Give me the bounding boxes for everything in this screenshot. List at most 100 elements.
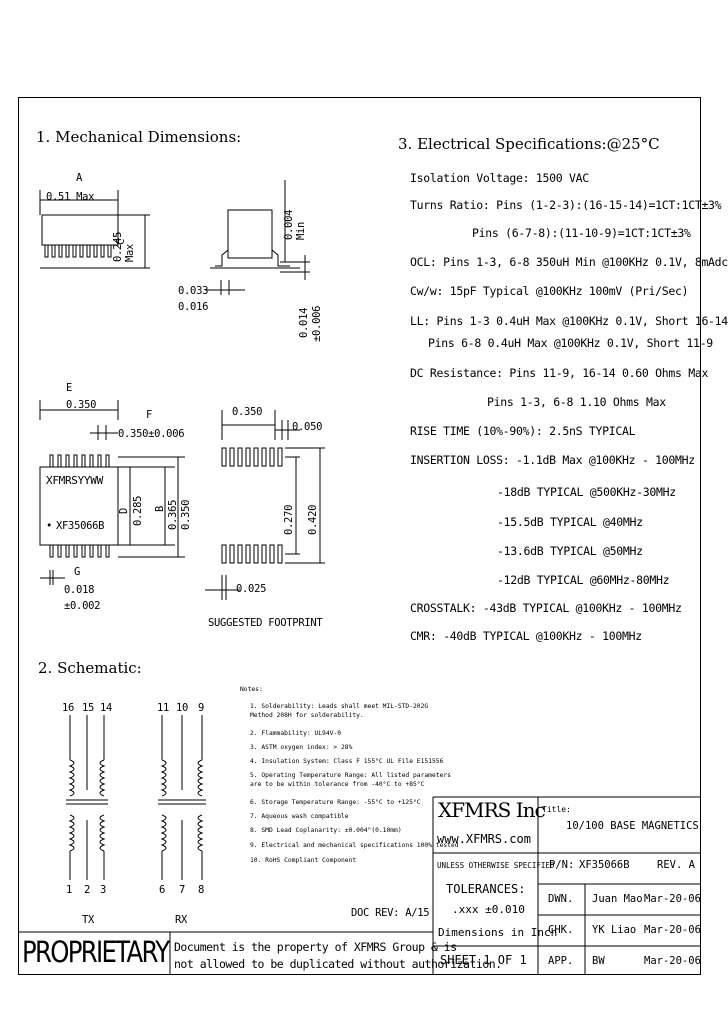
dwn-name: Juan Mao bbox=[592, 893, 643, 905]
spec-il-1: INSERTION LOSS: -1.1dB Max @100KHz - 100… bbox=[410, 453, 695, 467]
dim-d-value: 0.285 bbox=[132, 495, 144, 526]
rx-pin-9: 9 bbox=[198, 702, 205, 714]
dwn-label: DWN. bbox=[548, 893, 574, 905]
notes-title: Notes: bbox=[240, 686, 263, 693]
rx-label: RX bbox=[175, 914, 188, 926]
dim-g-tol: ±0.002 bbox=[64, 600, 101, 612]
company-website: www.XFMRS.com bbox=[437, 832, 531, 846]
marking-part: XF35066B bbox=[56, 520, 105, 532]
note-1b: Method 208H for solderability. bbox=[250, 712, 364, 719]
tx-pin-14: 14 bbox=[100, 702, 113, 714]
tx-pin-3: 3 bbox=[100, 884, 107, 896]
proprietary-label: PROPRIETARY bbox=[22, 935, 170, 969]
note-5b: are to be within tolerance from -40°C to… bbox=[250, 781, 425, 788]
spec-ocl: OCL: Pins 1-3, 6-8 350uH Min @100KHz 0.1… bbox=[410, 255, 728, 269]
app-label: APP. bbox=[548, 955, 574, 967]
rx-pin-7: 7 bbox=[179, 884, 186, 896]
tx-label: TX bbox=[82, 914, 95, 926]
dim-0033: 0.033 bbox=[178, 285, 209, 297]
spec-il-5: -12dB TYPICAL @60MHz-80MHz bbox=[497, 573, 670, 587]
spec-il-4: -13.6dB TYPICAL @50MHz bbox=[497, 544, 643, 558]
dim-b-letter: B bbox=[154, 505, 166, 512]
chk-date: Mar-20-06 bbox=[644, 924, 701, 936]
dim-c-max: Max bbox=[124, 243, 136, 262]
chk-label: CHK. bbox=[548, 924, 574, 936]
note-1a: 1. Solderability: Leads shall meet MIL-S… bbox=[250, 703, 429, 710]
top-view bbox=[39, 400, 185, 585]
fp-0350: 0.350 bbox=[232, 406, 263, 418]
tx-pin-16: 16 bbox=[62, 702, 75, 714]
dim-e-letter: E bbox=[66, 382, 73, 394]
doc-rev: DOC REV: A/15 bbox=[351, 907, 430, 919]
fp-0025: 0.025 bbox=[236, 583, 267, 595]
spec-cmr: CMR: -40dB TYPICAL @100KHz - 100MHz bbox=[410, 629, 642, 643]
schematic-title: 2. Schematic: bbox=[38, 659, 142, 677]
dim-0004: 0.004 bbox=[283, 209, 295, 240]
tx-pin-1: 1 bbox=[66, 884, 73, 896]
note-2: 2. Flammability: UL94V-0 bbox=[250, 730, 341, 737]
spec-cww: Cw/w: 15pF Typical @100KHz 100mV (Pri/Se… bbox=[410, 284, 689, 298]
spec-rise: RISE TIME (10%-90%): 2.5nS TYPICAL bbox=[410, 424, 636, 438]
fp-0420: 0.420 bbox=[307, 504, 319, 535]
dim-c-value: 0.245 bbox=[112, 231, 124, 262]
side-view-a bbox=[39, 190, 150, 269]
spec-il-2: -18dB TYPICAL @500KHz-30MHz bbox=[497, 485, 676, 499]
note-7: 7. Aqueous wash compatible bbox=[250, 813, 349, 820]
note-5a: 5. Operating Temperature Range: All list… bbox=[250, 772, 451, 779]
dim-d-letter: D bbox=[118, 507, 130, 514]
tx-pin-15: 15 bbox=[82, 702, 95, 714]
title-block-grid bbox=[18, 796, 701, 975]
rx-pin-8: 8 bbox=[198, 884, 205, 896]
footprint-view bbox=[205, 410, 325, 600]
electrical-title: 3. Electrical Specifications:@25°C bbox=[398, 135, 660, 153]
dim-0014: 0.014 bbox=[298, 307, 310, 338]
title-value: 10/100 BASE MAGNETICS bbox=[566, 820, 699, 832]
dim-a-value: 0.51 Max bbox=[46, 191, 95, 203]
dim-a-letter: A bbox=[76, 172, 83, 184]
dim-f-letter: F bbox=[146, 409, 153, 421]
tolerances-label: TOLERANCES: bbox=[446, 882, 526, 896]
dim-g-letter: G bbox=[74, 566, 81, 578]
spec-crosstalk: CROSSTALK: -43dB TYPICAL @100KHz - 100MH… bbox=[410, 601, 682, 615]
spec-turns-1: Turns Ratio: Pins (1-2-3):(16-15-14)=1CT… bbox=[410, 198, 722, 212]
rx-pin-11: 11 bbox=[157, 702, 170, 714]
dwn-date: Mar-20-06 bbox=[644, 893, 701, 905]
dim-b-value1: 0.365 bbox=[167, 499, 179, 530]
chk-name: YK Liao bbox=[592, 924, 637, 936]
marking-top: XFMRSYYWW bbox=[46, 474, 103, 487]
revision: REV. A bbox=[657, 859, 695, 871]
dimensions-unit: Dimensions in Inch bbox=[438, 926, 558, 939]
proprietary-text-1: Document is the property of XFMRS Group … bbox=[174, 940, 457, 954]
note-9: 9. Electrical and mechanical specificati… bbox=[250, 842, 459, 849]
note-6: 6. Storage Temperature Range: -55°C to +… bbox=[250, 799, 421, 806]
rx-pin-10: 10 bbox=[176, 702, 189, 714]
dim-0006: ±0.006 bbox=[311, 305, 323, 342]
title-label: Title: bbox=[542, 805, 571, 814]
proprietary-text-2: not allowed to be duplicated without aut… bbox=[174, 957, 502, 971]
fp-0270: 0.270 bbox=[283, 504, 295, 535]
note-8: 8. SMD Lead Coplanarity: ±0.004"(0.10mm) bbox=[250, 827, 402, 834]
fp-label: SUGGESTED FOOTPRINT bbox=[208, 617, 323, 629]
drawing-frame bbox=[18, 97, 701, 975]
spec-isolation: Isolation Voltage: 1500 VAC bbox=[410, 171, 589, 185]
app-name: BW bbox=[592, 955, 605, 967]
pin1-dot: • bbox=[46, 520, 53, 532]
note-4: 4. Insulation System: Class F 155°C UL F… bbox=[250, 758, 444, 765]
schematic-lines bbox=[66, 715, 206, 880]
note-10: 10. RoHS Compliant Component bbox=[250, 857, 357, 864]
spec-ll-2: Pins 6-8 0.4uH Max @100KHz 0.1V, Short 1… bbox=[428, 336, 713, 350]
dim-b-value2: 0.350 bbox=[180, 499, 192, 530]
note-3: 3. ASTM oxygen index: > 28% bbox=[250, 744, 353, 751]
spec-dcr-2: Pins 1-3, 6-8 1.10 Ohms Max bbox=[487, 395, 666, 409]
pn-value: XF35066B bbox=[579, 859, 630, 871]
rx-pin-6: 6 bbox=[159, 884, 166, 896]
unless-specified: UNLESS OTHERWISE SPECIFIED bbox=[437, 861, 555, 870]
dim-0016: 0.016 bbox=[178, 301, 209, 313]
dim-f-value: 0.350±0.006 bbox=[118, 428, 185, 440]
fp-0050: 0.050 bbox=[292, 421, 323, 433]
sheet-number: SHEET 1 OF 1 bbox=[440, 953, 527, 967]
dim-g-value: 0.018 bbox=[64, 584, 95, 596]
tx-pin-2: 2 bbox=[84, 884, 91, 896]
dim-0004-min: Min bbox=[295, 221, 307, 240]
